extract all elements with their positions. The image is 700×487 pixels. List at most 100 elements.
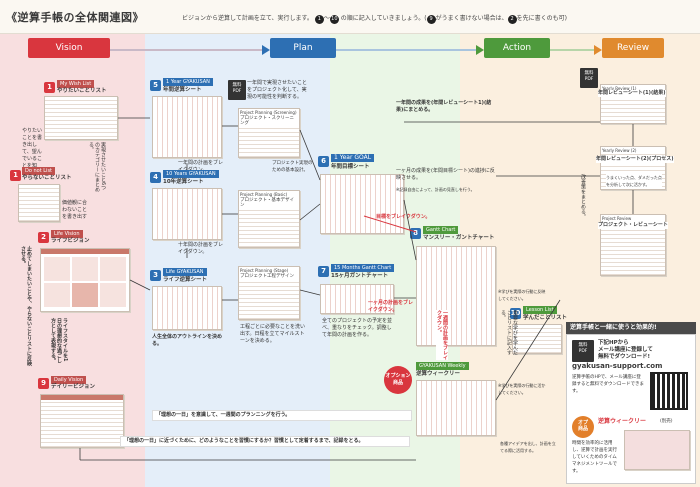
page-subtitle: ビジョンから逆算して計画を立て、実行します。 1〜10 の順に記入していきましょ… — [182, 13, 567, 24]
life-vision-sheet — [40, 248, 130, 312]
weekly-product-image — [624, 430, 690, 470]
note-goal: 目標をブレイクダウン。 — [376, 214, 431, 220]
card-jp-label: 15ヶ月ガントチャート — [331, 273, 389, 279]
card-jp-label: 10年逆算シート — [163, 179, 204, 185]
note-month: 一ヶ月の成果を(年間目標シート)の進捗に反映させる。 — [396, 168, 495, 181]
step-num-2: 2 — [507, 15, 517, 24]
project-basic-sheet: Project Planning (Basic) プロジェクト・基本デザイン — [238, 190, 300, 248]
note-lesson-a: 重要な学びを学んだことリストに記入する。 — [500, 310, 518, 355]
card-en-label: 10 Years GYAKUSAN — [163, 170, 219, 178]
gantt15-sheet — [320, 284, 394, 314]
step-badge: 7 — [318, 266, 329, 277]
subtitle-part: の順に記入していきましょう。( — [340, 15, 427, 22]
project-screening-sheet: Project Planning (Screening) プロジェクト・スクリー… — [238, 108, 300, 158]
step-badge: 8 — [410, 228, 421, 239]
note-habit: 「理想の一日」に近づくために、どのようなことを習慣にするか？習慣として定着するま… — [120, 436, 410, 447]
weekly-en-label: GYAKUSAN Weekly — [416, 362, 469, 370]
note-lesson-c: ※学びを実際の行動に活かしてください。 — [498, 383, 546, 395]
step-badge: 5 — [150, 80, 161, 91]
note-review-b: 改善策をまとめる。 — [580, 174, 586, 219]
subtitle-part: がうまく書けない場合は、 — [435, 15, 508, 22]
card-jp-label: ライフ逆算シート — [163, 277, 208, 283]
option-badge: オプ商品 — [572, 416, 594, 438]
note-week-bd: 一週間の計画をブレイクダウン。 — [436, 310, 448, 360]
ps3-en: Project Planning (Stage) — [239, 267, 299, 274]
ps1-en: Project Planning (Screening) — [239, 109, 299, 116]
card-en-label: Gantt Chart — [423, 226, 459, 234]
step-badge: 3 — [150, 270, 161, 281]
note-notdo: 価値観に合わないことを書き出す — [62, 200, 88, 220]
subtitle-part: を先に書くのも可) — [516, 15, 567, 22]
promo-url[interactable]: gyakusan-support.com — [572, 362, 663, 370]
step-badge: 1 — [44, 82, 55, 93]
promo-cta: 下記HPから メール講座に登録して 無料でダウンロード! — [598, 340, 653, 360]
note-proj-stage: 工程ごとに必要なことを洗い出す。日程を立てマイルストーンを決める。 — [240, 324, 306, 344]
daily-vision-sheet — [40, 394, 124, 448]
card-jp-label: マンスリー・ガントチャート — [423, 235, 495, 241]
rv3-jp: プロジェクト・レビューシート — [598, 222, 668, 229]
vision-cell — [72, 257, 98, 281]
header-bar — [0, 0, 700, 34]
note-proj-top: 一年間で実現させたいことをプロジェクト化して、実現の可能性を判断する。 — [247, 80, 308, 100]
step-num-end: 10 — [329, 15, 339, 24]
card-jp-label: 年間目標シート — [331, 164, 370, 170]
step-num-9: 9 — [426, 15, 436, 24]
monthly-gantt-sheet — [416, 246, 496, 346]
vision-cell — [44, 257, 70, 281]
life-gyakusan-sheet — [152, 286, 222, 330]
promo-option-note: (別売) — [660, 419, 673, 424]
vision-cell — [100, 283, 126, 307]
rv1-jp: 年間レビューシート(1)(結果) — [598, 90, 666, 97]
card-en-label: My Wish List — [57, 80, 95, 88]
rv2-jp: 年間レビューシート(2)(プロセス) — [596, 156, 674, 163]
card-en-label: 15 Months Gantt Chart — [331, 264, 395, 272]
card-en-label: 1 Year GYAKUSAN — [163, 78, 213, 86]
note-yearresult: 一年間の成果を(年間レビューシート1)(結果)にまとめる。 — [396, 100, 492, 113]
note-daily: ライフスタイルを1日の理想的な過ごし方として表現する。 — [50, 318, 68, 363]
card-jp-label: 学んだことリスト — [523, 315, 568, 321]
card-en-label: Do not List — [22, 167, 56, 175]
ten-year-gyakusan-sheet — [152, 188, 222, 240]
promo-option-desc: 時間を効率的に活用し、逆算で計画を実行していくためのタイムマネジメントツールです… — [572, 441, 617, 474]
card-en-label: 1 Year GOAL — [331, 154, 375, 162]
note-gyakusan-memo: 各種アイデアを出し、計画を立てる際に活用する。 — [500, 441, 556, 453]
card-en-label: Lesson List — [523, 306, 557, 314]
note-10y: 十年間の計画をブレイクダウン。 — [178, 242, 224, 255]
card-en-label: Daily Vision — [51, 376, 87, 384]
ps2-jp: プロジェクト・基本デザイン — [239, 198, 299, 208]
step-badge: 1 — [10, 170, 21, 181]
rv1-en: Yearly Review (1) — [601, 85, 665, 92]
promo-option-title: 逆算ウィークリー — [598, 418, 647, 425]
page-title: 《逆算手帳の全体関連図》 — [6, 11, 144, 24]
vision-cell — [72, 283, 98, 307]
step-num-start: 1 — [314, 15, 324, 24]
card-jp-label: ライフビジョン — [51, 238, 90, 244]
note-stop: 止めてしまいたいことや、やらないことリストに反映させる。 — [20, 246, 32, 366]
note-gantt15: 全てのプロジェクトの予定を並べ、重なりをチェック。調整して年間の計画を作る。 — [322, 318, 393, 338]
vision-cell — [100, 257, 126, 281]
card-jp-label: やらないことリスト — [22, 175, 72, 181]
lesson-list-sheet — [512, 324, 562, 354]
phase-arrow-line — [110, 45, 602, 55]
ps1-jp: プロジェクト・スクリーニング — [239, 116, 299, 126]
phase-vision: Vision — [28, 38, 110, 58]
ps2-en: Project Planning (Basic) — [239, 191, 299, 198]
qr-code[interactable] — [650, 372, 688, 410]
note-lesson-b: ※学びを実際の行動に反映してください。 — [498, 289, 546, 301]
subtitle-range: 〜 — [323, 15, 330, 22]
note-review-a: うまくいった点、ダメだった点を分析して次に活かす。 — [606, 174, 662, 188]
phase-review: Review — [602, 38, 664, 58]
note-weekly-plan: 「理想の一日」を意識して、一週間のプランニングを行う。 — [152, 410, 412, 421]
note-life: 人生全体のアウトラインを決める。 — [152, 334, 223, 347]
note-gantt-bd: 一ヶ月の計画をブレイクダウン。 — [368, 300, 414, 313]
phase-plan: Plan — [270, 38, 336, 58]
wish-list-sheet — [44, 96, 118, 140]
note-vision-side: 実現させたいこと6つのカテゴリーにまとめる。 — [88, 142, 106, 192]
weekly-jp-label: 逆算ウィークリー — [416, 371, 461, 377]
promo-desc: 逆算手帳のHPで、メール講座に登録すると無料でダウンロードできます。 — [572, 375, 644, 394]
step-badge: 9 — [38, 378, 49, 389]
